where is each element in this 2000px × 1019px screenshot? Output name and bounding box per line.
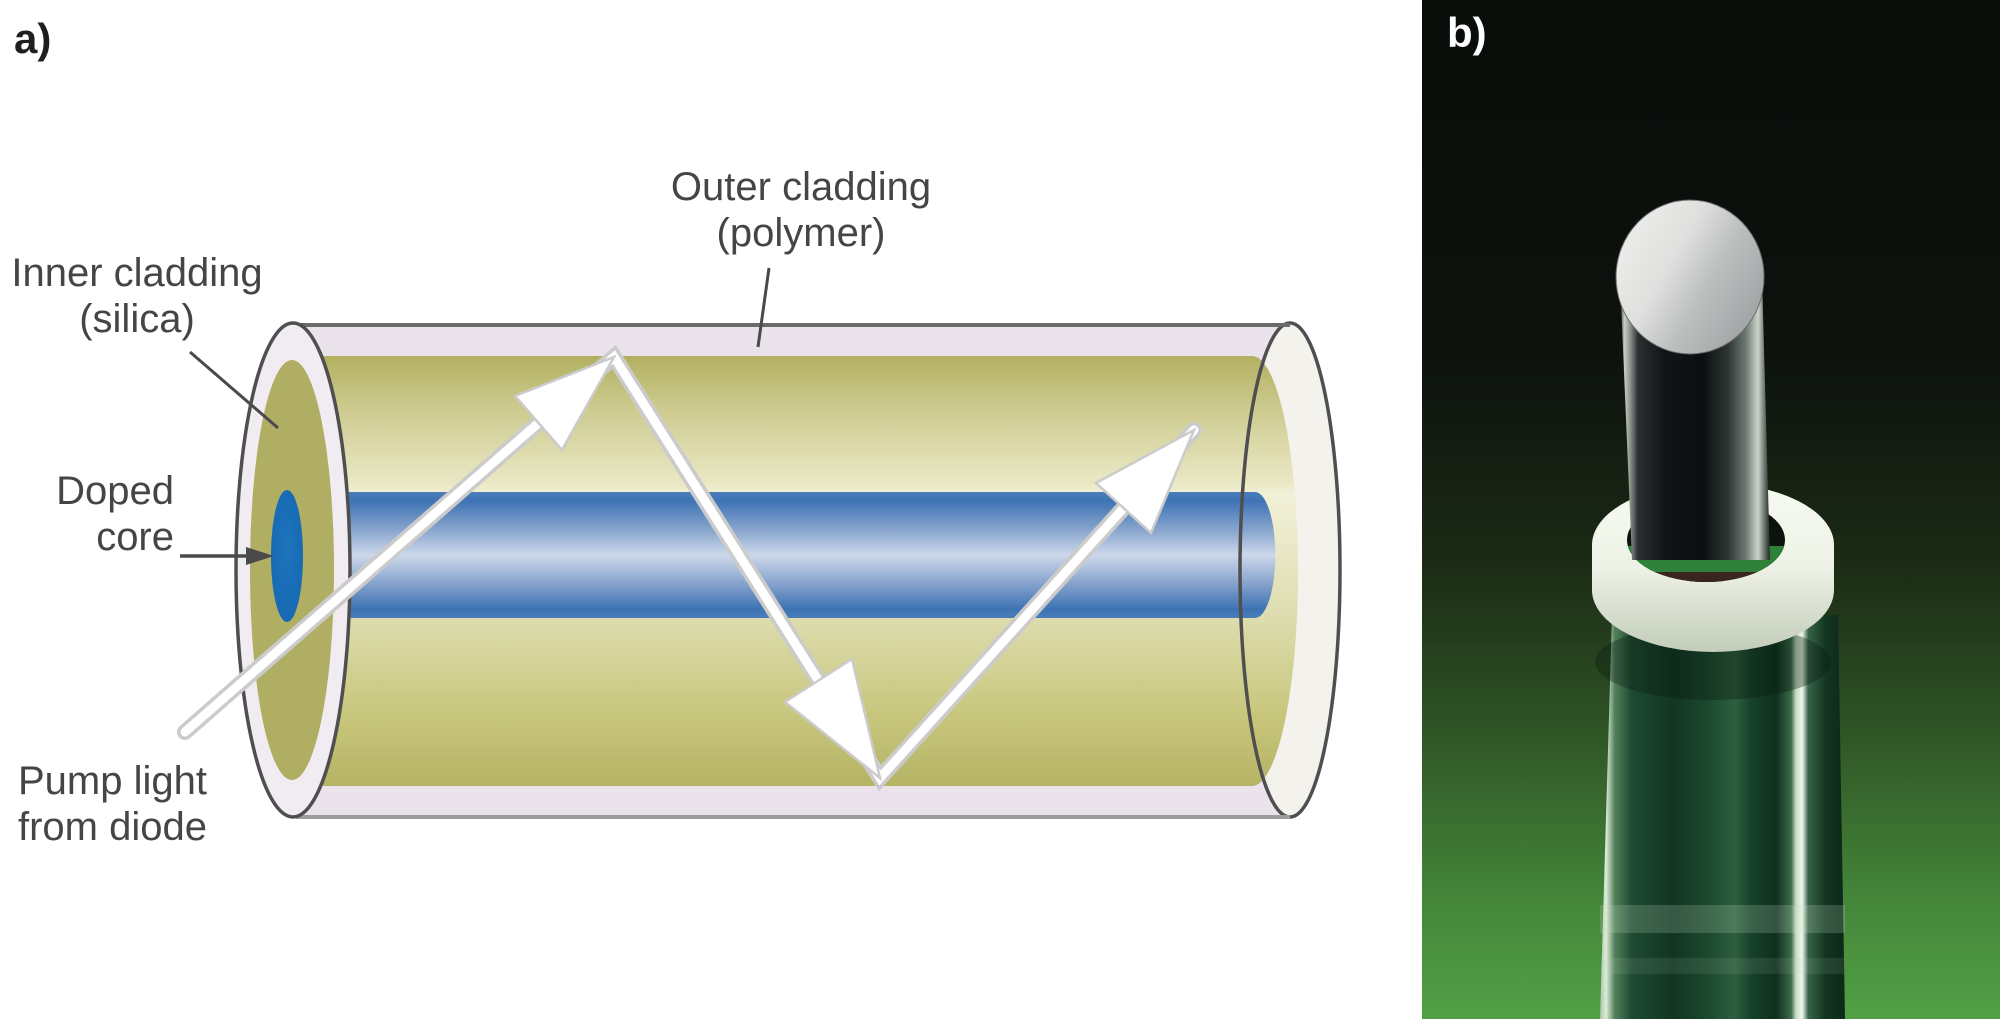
- label-inner-cladding-line2: (silica): [79, 297, 195, 341]
- beam-arrowhead-down-icon: [782, 656, 883, 782]
- collar-dark-stripe: [1627, 572, 1785, 582]
- label-pump-light-line1: Pump light: [18, 759, 207, 803]
- label-outer-cladding: Outer cladding (polymer): [656, 164, 946, 256]
- preform-cylinder: [1600, 615, 1845, 1019]
- label-inner-cladding: Inner cladding (silica): [6, 250, 268, 342]
- fiber-tip-rod: [1620, 278, 1770, 560]
- pump-beam: [177, 344, 1202, 792]
- label-outer-cladding-line1: Outer cladding: [670, 165, 932, 209]
- label-doped-core: Doped core: [38, 468, 174, 560]
- beam-arrowhead-exit-icon: [1093, 427, 1197, 536]
- label-doped-core-line2: core: [96, 515, 174, 559]
- fiber-tip-face: [1615, 199, 1765, 355]
- panel-a-diagram: [177, 267, 1342, 819]
- label-outer-cladding-line2: (polymer): [716, 211, 886, 255]
- fiber-face-core: [271, 490, 303, 622]
- label-inner-cladding-line1: Inner cladding: [11, 251, 263, 295]
- pump-beam-line: [180, 350, 1199, 786]
- panel-b-tag: b): [1447, 9, 1487, 56]
- pointer-outer-cladding: [756, 267, 771, 348]
- beam-arrowhead-up-icon: [512, 354, 617, 453]
- fiber-core-band: [295, 492, 1276, 618]
- label-pump-light-line2: from diode: [18, 805, 207, 849]
- preform-highlight-band: [1600, 905, 1845, 933]
- pointer-doped-core: [180, 547, 274, 565]
- preform-highlight-band-2: [1602, 958, 1844, 974]
- label-pump-light: Pump light from diode: [18, 758, 288, 850]
- panel-a-tag: a): [14, 15, 52, 62]
- label-doped-core-line1: Doped: [56, 469, 174, 513]
- pointer-doped-core-arrowhead: [246, 547, 274, 565]
- pointer-inner-cladding: [189, 350, 279, 430]
- panel-b-photo: [1422, 0, 2000, 1019]
